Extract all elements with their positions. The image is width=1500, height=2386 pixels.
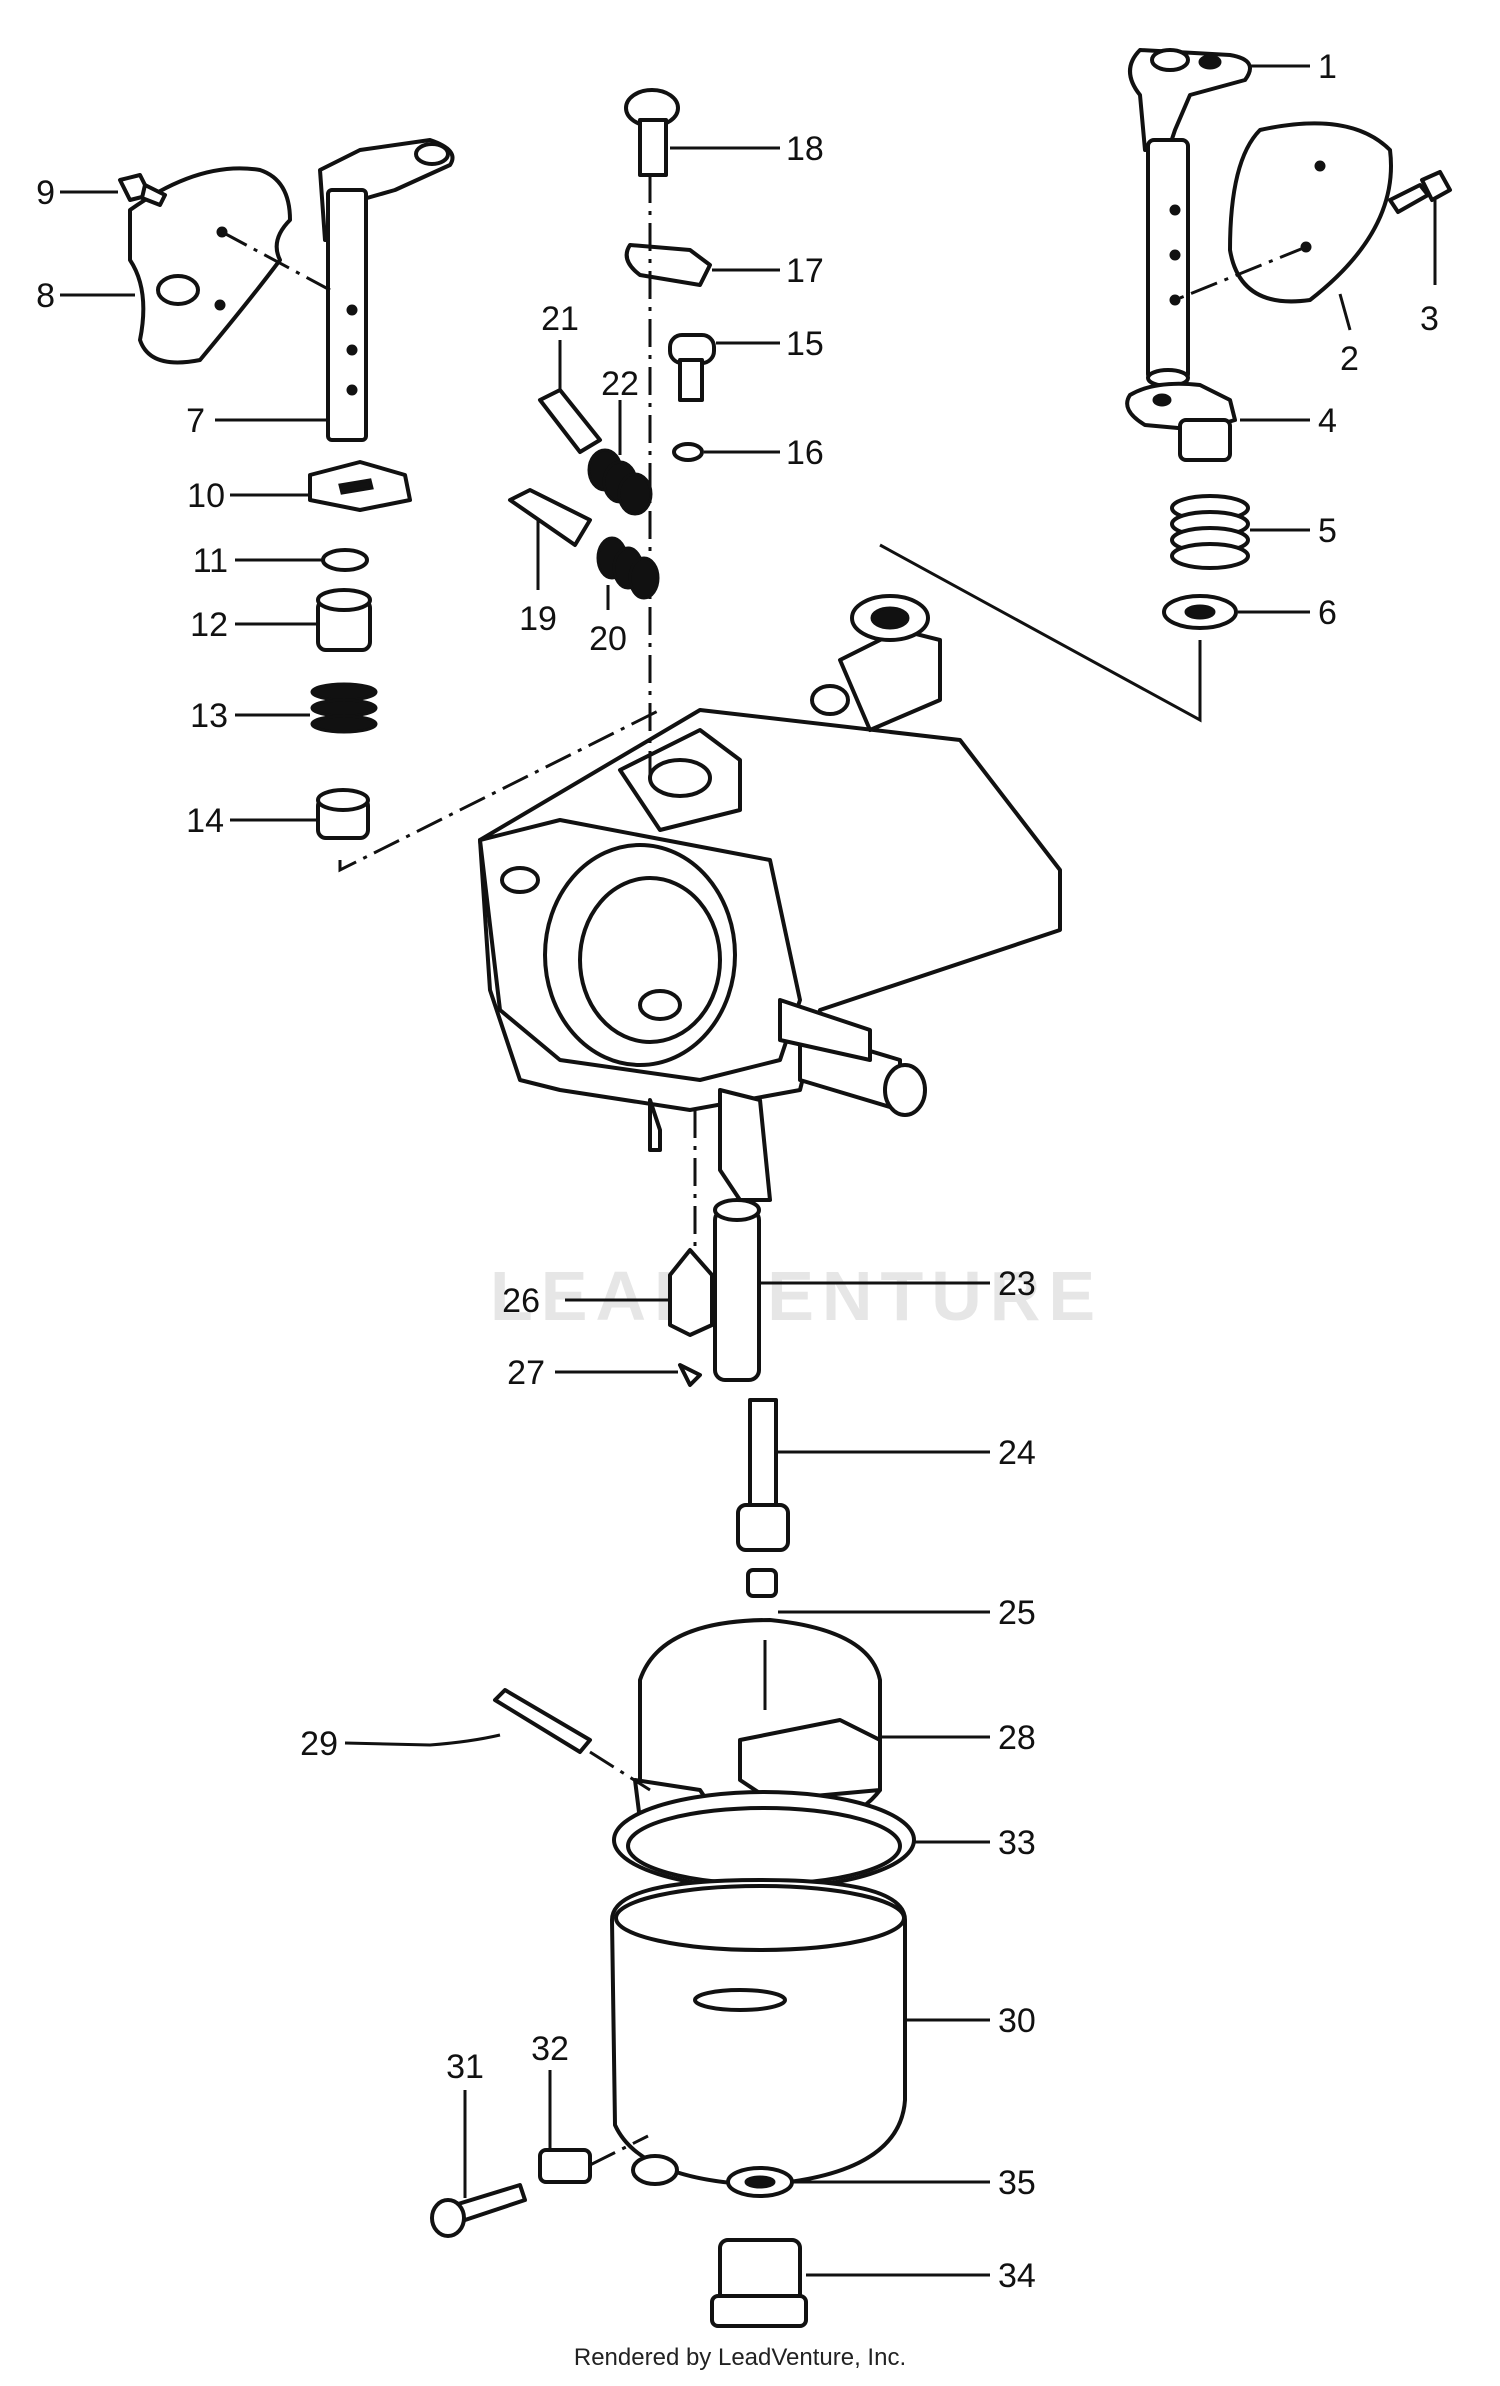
part-21-screw bbox=[538, 388, 602, 454]
callout-1: 1 bbox=[1318, 48, 1337, 86]
part-33-gasket bbox=[612, 1790, 916, 1890]
part-3-screw bbox=[1388, 170, 1452, 214]
callout-20: 20 bbox=[589, 620, 627, 658]
watermark: LEADVENTURE bbox=[490, 1257, 1103, 1335]
callout-22: 22 bbox=[601, 365, 639, 403]
callout-25: 25 bbox=[998, 1594, 1036, 1632]
callout-27: 27 bbox=[507, 1354, 545, 1392]
callout-29: 29 bbox=[300, 1725, 338, 1763]
part-9-screw bbox=[118, 173, 167, 207]
footer-credit: Rendered by LeadVenture, Inc. bbox=[574, 2344, 906, 2371]
part-2-throttle-plate bbox=[1228, 121, 1393, 304]
part-31-screw bbox=[430, 2183, 527, 2238]
callout-2: 2 bbox=[1340, 340, 1359, 378]
part-20-spring bbox=[596, 536, 660, 600]
callout-4: 4 bbox=[1318, 402, 1337, 440]
callout-10: 10 bbox=[187, 477, 225, 515]
callout-31: 31 bbox=[446, 2048, 484, 2086]
callout-26: 26 bbox=[502, 1282, 540, 1320]
part-7-choke-shaft bbox=[318, 138, 455, 442]
callout-14: 14 bbox=[186, 802, 224, 840]
carburetor-body bbox=[478, 594, 1062, 1202]
part-11-ring bbox=[321, 548, 369, 572]
callout-9: 9 bbox=[36, 174, 55, 212]
callout-7: 7 bbox=[186, 402, 205, 440]
part-18-screw bbox=[624, 88, 680, 177]
part-24-jet bbox=[736, 1398, 790, 1552]
callout-23: 23 bbox=[998, 1265, 1036, 1303]
callout-15: 15 bbox=[786, 325, 824, 363]
part-29-pin bbox=[493, 1688, 592, 1754]
part-1-throttle-lever bbox=[1128, 48, 1252, 388]
part-15-screw bbox=[668, 333, 716, 402]
callout-34: 34 bbox=[998, 2257, 1036, 2295]
callout-5: 5 bbox=[1318, 512, 1337, 550]
part-6-washer bbox=[1162, 594, 1238, 630]
callout-6: 6 bbox=[1318, 594, 1337, 632]
callout-24: 24 bbox=[998, 1434, 1036, 1472]
callout-19: 19 bbox=[519, 600, 557, 638]
part-19-screw bbox=[508, 488, 592, 547]
part-13-spring bbox=[310, 682, 378, 734]
callout-3: 3 bbox=[1420, 300, 1439, 338]
callout-30: 30 bbox=[998, 2002, 1036, 2040]
part-5-spring bbox=[1170, 494, 1250, 570]
callout-18: 18 bbox=[786, 130, 824, 168]
part-4-bushing-lever bbox=[1125, 381, 1237, 462]
callout-13: 13 bbox=[190, 697, 228, 735]
callout-32: 32 bbox=[531, 2030, 569, 2068]
part-22-spring bbox=[587, 448, 653, 516]
part-34-drain-plug bbox=[710, 2238, 808, 2328]
callout-16: 16 bbox=[786, 434, 824, 472]
callout-21: 21 bbox=[541, 300, 579, 338]
part-17-clip bbox=[624, 243, 712, 287]
callout-33: 33 bbox=[998, 1824, 1036, 1862]
part-32-screw bbox=[538, 2148, 592, 2184]
part-12-bushing bbox=[316, 588, 372, 652]
part-16-washer bbox=[672, 442, 704, 462]
part-25-jet bbox=[746, 1568, 778, 1598]
callout-12: 12 bbox=[190, 606, 228, 644]
callout-35: 35 bbox=[998, 2164, 1036, 2202]
callout-11: 11 bbox=[193, 542, 228, 580]
part-27-clip bbox=[678, 1363, 702, 1387]
part-35-washer bbox=[726, 2166, 794, 2198]
part-8-choke-plate bbox=[128, 166, 292, 365]
callout-17: 17 bbox=[786, 252, 824, 290]
part-10-plate bbox=[308, 460, 412, 512]
part-26-needle bbox=[668, 1248, 714, 1337]
callout-8: 8 bbox=[36, 277, 55, 315]
part-23-emulsion-tube bbox=[713, 1198, 761, 1382]
callout-28: 28 bbox=[998, 1719, 1036, 1757]
callout-labels: 1 2 3 4 5 6 7 8 9 10 11 12 13 14 15 16 1… bbox=[36, 48, 1439, 2295]
part-14-collar bbox=[316, 788, 370, 840]
part-30-float-bowl bbox=[610, 1878, 907, 2187]
